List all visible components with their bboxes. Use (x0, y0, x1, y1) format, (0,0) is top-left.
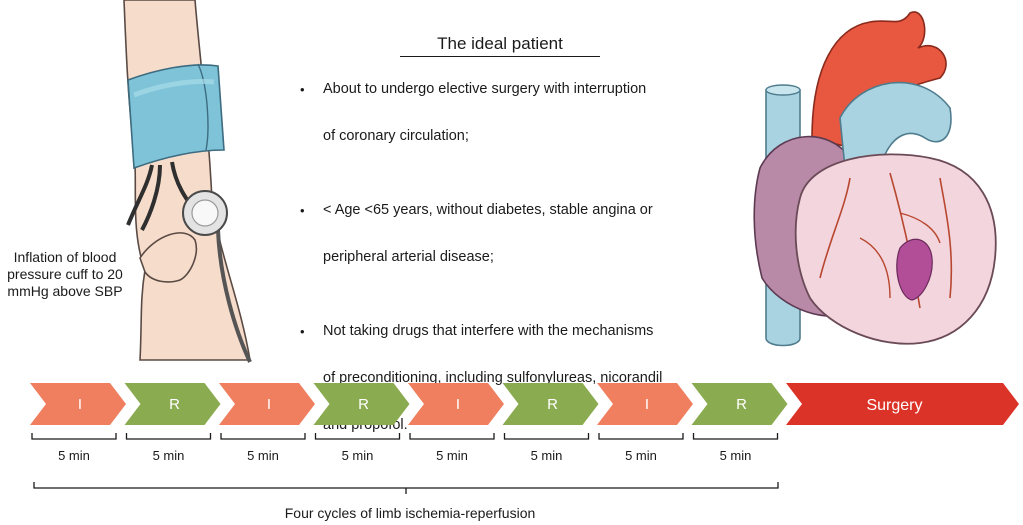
reperfusion-step-label: R (547, 396, 558, 413)
criterion-line: About to undergo elective surgery with i… (323, 81, 647, 97)
duration-label: 5 min (625, 448, 657, 463)
ideal-patient-title: The ideal patient (437, 34, 563, 53)
reperfusion-step-arrow (691, 383, 788, 425)
criterion-item: • < Age <65 years, without diabetes, stab… (296, 187, 736, 281)
duration-label: 5 min (342, 448, 374, 463)
duration-bracket (220, 433, 306, 440)
surgery-step-arrow (786, 383, 1019, 425)
protocol-timeline: I 5 min R 5 min I 5 min R 5 min I 5 min R 5 min I 5 m… (30, 383, 1019, 494)
criterion-item: • Not taking drugs that interfere with th… (296, 308, 736, 449)
ischemia-step-label: I (78, 396, 82, 413)
protocol-summary-label: Four cycles of limb ischemia-reperfusion (284, 505, 536, 521)
reperfusion-step-arrow (502, 383, 599, 425)
duration-label: 5 min (720, 448, 752, 463)
title-underline (400, 56, 600, 57)
reperfusion-step-label: R (358, 396, 369, 413)
ischemia-step-arrow (219, 383, 315, 425)
heart-illustration (753, 11, 997, 347)
cuff-inflation-label: Inflation of blood pressure cuff to 20 m… (7, 249, 123, 299)
reperfusion-step-arrow (313, 383, 410, 425)
surgery-step-label: Surgery (866, 397, 922, 414)
duration-bracket (503, 433, 590, 440)
reperfusion-step-label: R (169, 396, 180, 413)
duration-bracket (31, 433, 117, 440)
duration-bracket (692, 433, 779, 440)
duration-bracket (125, 433, 212, 440)
ischemia-step-arrow (597, 383, 693, 425)
protocol-bracket (33, 482, 779, 494)
bullet-icon: • (300, 324, 305, 339)
duration-label: 5 min (247, 448, 279, 463)
arm-cuff-illustration (123, 0, 252, 363)
bullet-icon: • (300, 203, 305, 218)
criterion-line: of coronary circulation; (323, 128, 469, 144)
ideal-patient-criteria: • About to undergo elective surgery with … (296, 66, 736, 476)
duration-bracket (409, 433, 495, 440)
duration-label: 5 min (436, 448, 468, 463)
ischemia-step-arrow (408, 383, 504, 425)
duration-bracket (314, 433, 401, 440)
ischemia-step-label: I (267, 396, 271, 413)
ischemia-step-arrow (30, 383, 126, 425)
ischemia-step-label: I (645, 396, 649, 413)
criterion-item: • About to undergo elective surgery with … (296, 66, 736, 160)
duration-label: 5 min (153, 448, 185, 463)
duration-label: 5 min (531, 448, 563, 463)
criterion-line: < Age <65 years, without diabetes, stabl… (323, 202, 653, 218)
reperfusion-step-arrow (124, 383, 221, 425)
criterion-line: peripheral arterial disease; (323, 249, 494, 265)
criterion-line: Not taking drugs that interfere with the… (323, 323, 654, 339)
duration-bracket (598, 433, 684, 440)
bullet-icon: • (300, 82, 305, 97)
criterion-line: of preconditioning, including sulfonylur… (323, 370, 663, 386)
ischemia-step-label: I (456, 396, 460, 413)
duration-label: 5 min (58, 448, 90, 463)
reperfusion-step-label: R (736, 396, 747, 413)
